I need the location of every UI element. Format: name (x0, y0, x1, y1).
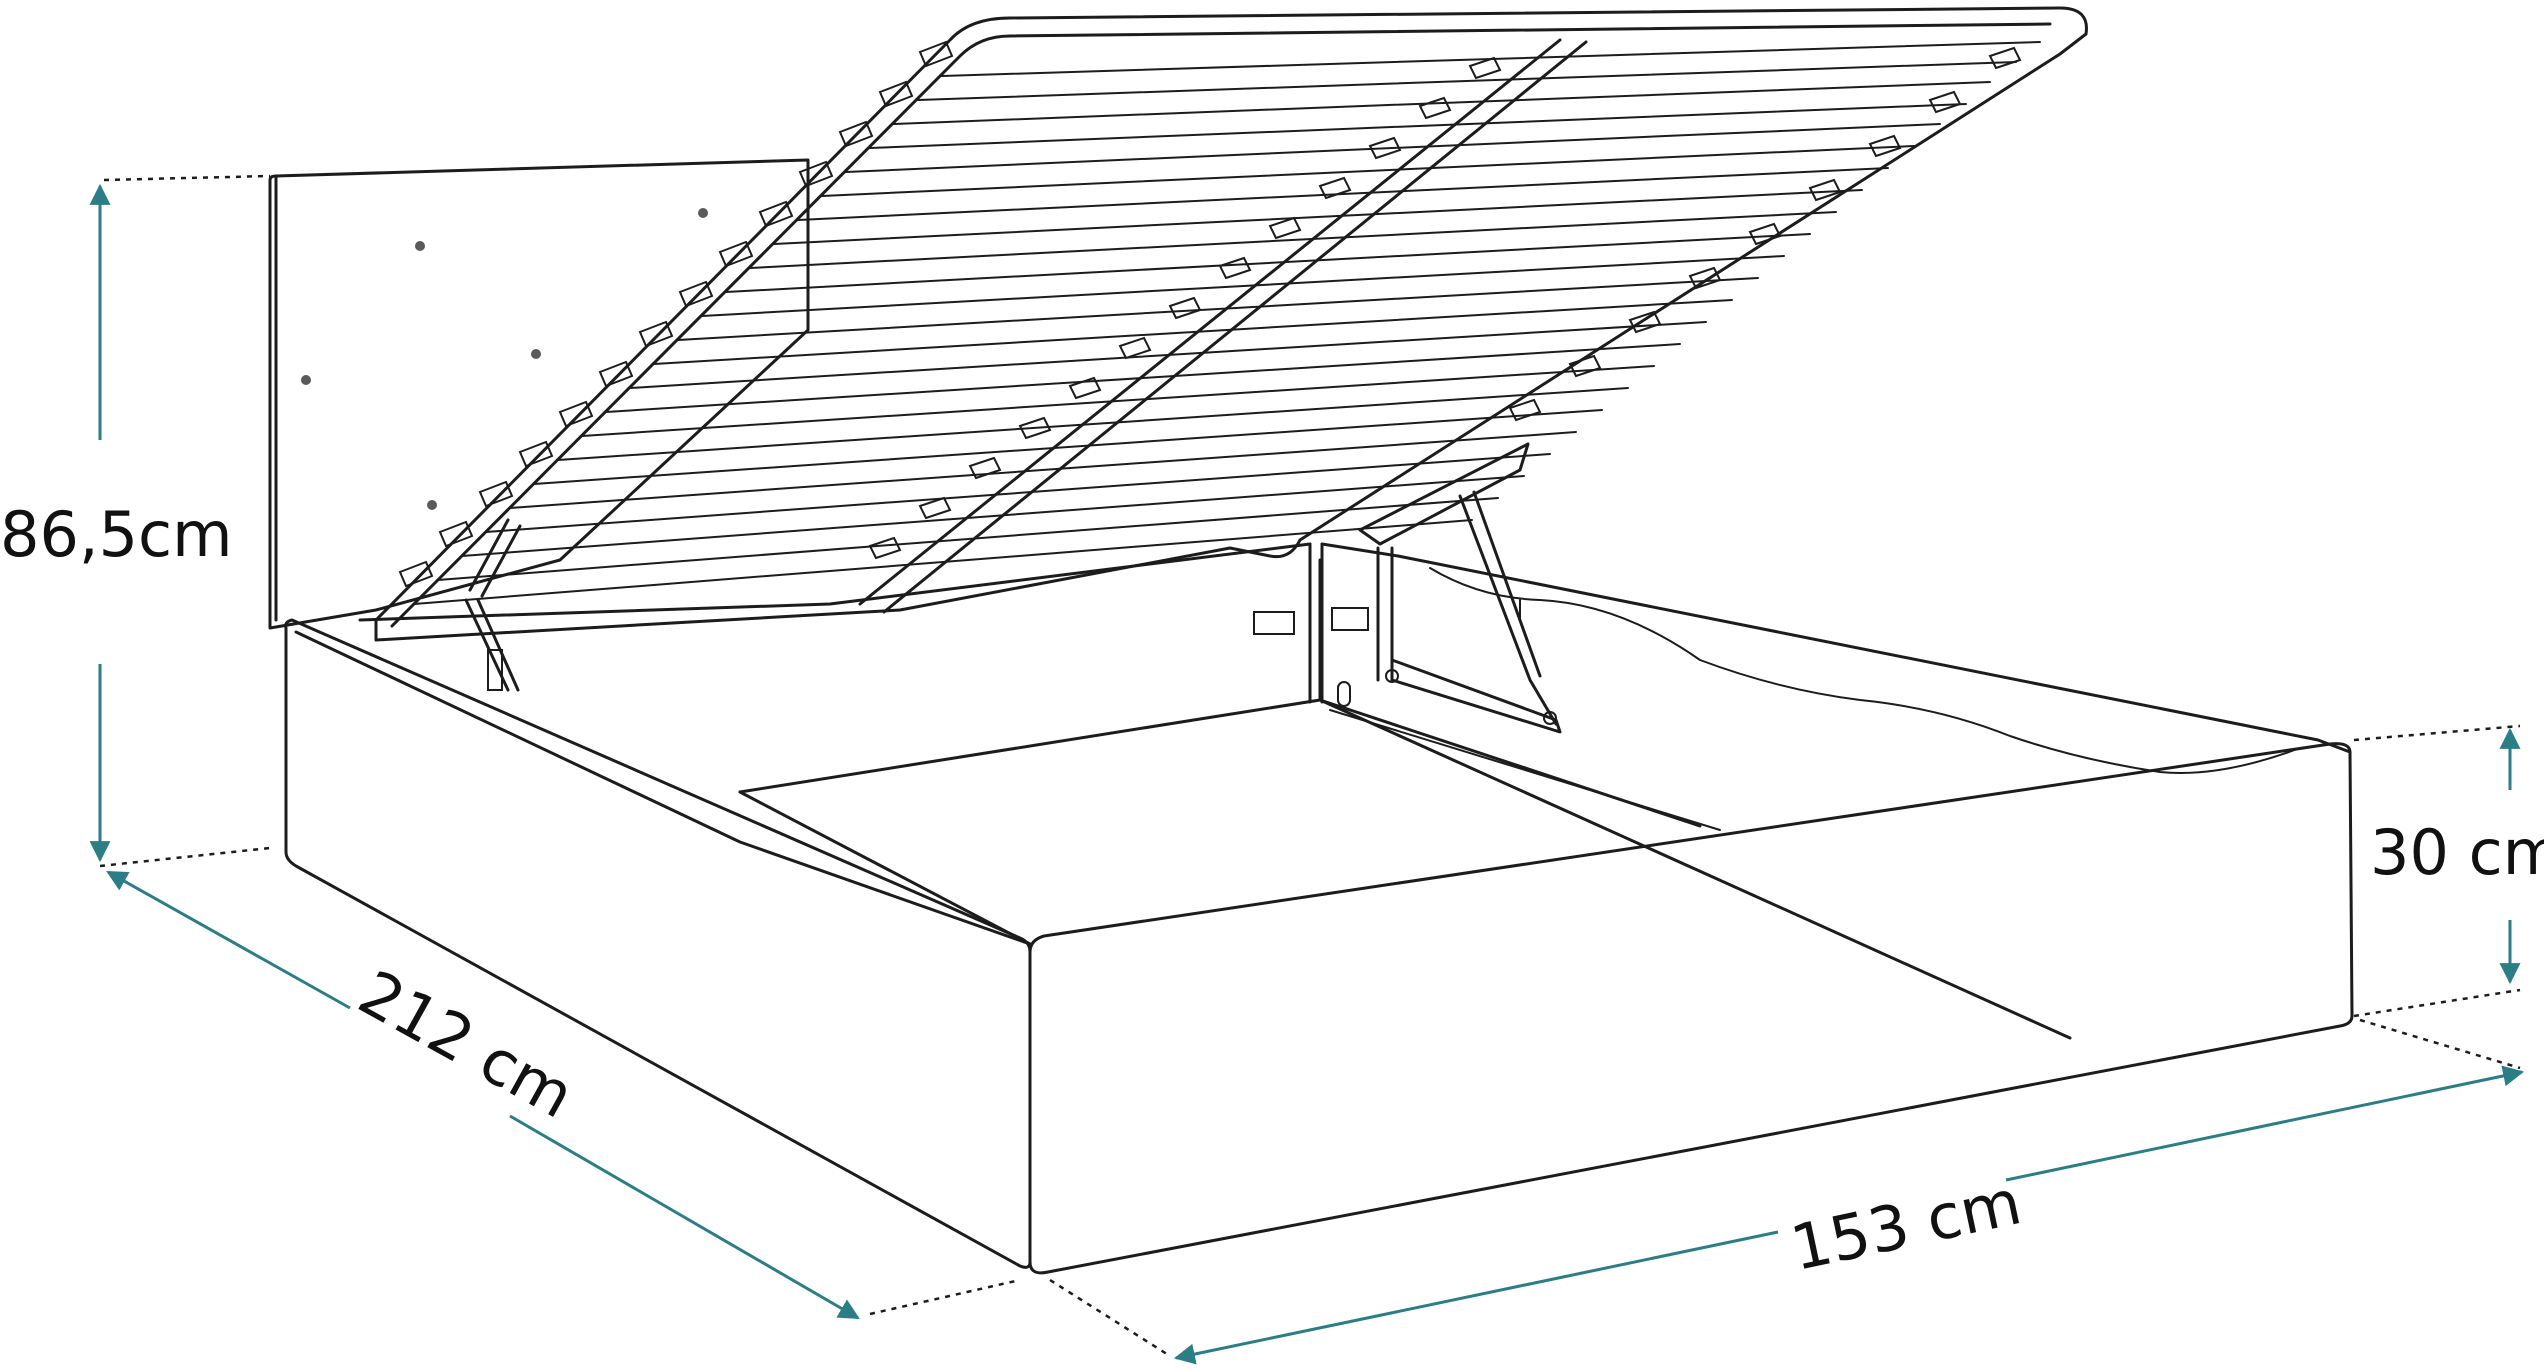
slatted-base (374, 6, 2088, 642)
length-label: 212 cm (347, 956, 586, 1133)
width-label: 153 cm (1785, 1165, 2028, 1285)
headboard (268, 158, 810, 630)
gas-lift-right (1358, 442, 1562, 734)
dimension-width (1173, 1065, 2525, 1365)
dimension-length (106, 870, 860, 1320)
bed-frame (284, 542, 2354, 1275)
dimension-guides (99, 174, 2521, 1358)
gas-lift-left (464, 518, 522, 692)
headboard-buttons (301, 208, 708, 510)
height-total-label: 86,5cm (0, 498, 233, 571)
height-frame-label: 30 cm (2370, 816, 2544, 889)
